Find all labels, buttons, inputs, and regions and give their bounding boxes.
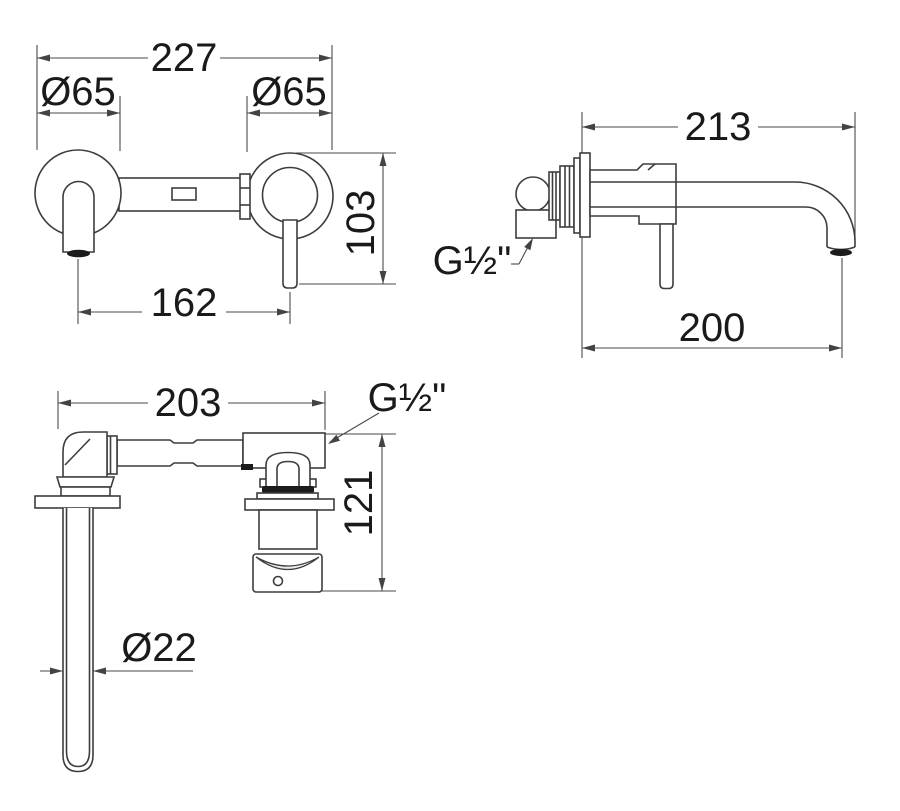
aerator-side [830, 248, 852, 257]
front-dimensions: 227 Ø65 Ø65 103 162 [37, 36, 387, 325]
back-collar [573, 157, 581, 234]
handle-collar [256, 492, 319, 500]
dim-left-escutcheon: Ø65 [40, 70, 116, 114]
arrowhead-right [319, 54, 332, 62]
arrowhead-left [37, 54, 50, 62]
arrowhead-right [319, 109, 332, 117]
plan-view: 203 G½" 121 Ø22 [34, 376, 446, 773]
arrowhead-left [247, 109, 260, 117]
clamp-body [239, 173, 251, 220]
elbow-chamfer-line [64, 438, 91, 466]
dim-overall-width: 227 [151, 36, 218, 80]
arrowhead-right [842, 123, 855, 131]
elbow-neck-flare [55, 476, 116, 488]
aerator-front [67, 249, 90, 258]
elbow-plan [62, 431, 108, 478]
gasket-band [262, 486, 314, 493]
body-detail-line [647, 163, 656, 171]
handle-lever-front [282, 219, 298, 289]
spout-outer-edge [676, 181, 856, 247]
arrowhead-right [829, 344, 842, 352]
bar-clamp [239, 173, 251, 220]
arrowhead-right [50, 667, 63, 675]
inlet-elbow-round [515, 176, 551, 212]
cap-dome-lens [255, 556, 320, 570]
arrowhead-left [582, 123, 595, 131]
inlet-thread-callout-side: G½" [433, 238, 533, 283]
inlet-thread-label: G½" [433, 239, 512, 283]
elbow-flange-disc [106, 435, 118, 475]
front-body [34, 149, 334, 289]
spout-inner-edge [676, 206, 828, 247]
handle-arch-inner [276, 460, 300, 487]
handle-flange-plate [244, 498, 335, 511]
arrowhead-left [93, 667, 106, 675]
arrowhead-left [37, 109, 50, 117]
body-clip [241, 464, 253, 470]
front-view: 227 Ø65 Ø65 103 162 [34, 36, 396, 325]
arrowhead-right [312, 399, 325, 407]
thread-section [548, 171, 561, 221]
mounting-nut [559, 165, 575, 228]
arrowhead-right [277, 308, 290, 316]
dim-spout-handle-distance: 162 [151, 281, 218, 325]
arrowhead-up [378, 434, 386, 447]
arrowhead-down [379, 271, 387, 284]
plan-extension-lines [57, 391, 396, 592]
front-extension-lines [36, 45, 396, 324]
connecting-pipe-plan [116, 439, 244, 467]
arrowhead-down [378, 578, 386, 591]
spout-tube-plan [62, 508, 94, 773]
handle-cap [252, 553, 323, 593]
spout-front [62, 180, 95, 253]
dim-overall-length: 203 [155, 381, 222, 425]
arrowhead-right [107, 109, 120, 117]
inlet-thread-label: G½" [368, 376, 447, 420]
leader-line [329, 412, 380, 443]
side-view: 213 200 G½" [433, 105, 856, 358]
leader-arrowhead [328, 434, 340, 444]
dim-right-escutcheon: Ø65 [251, 70, 327, 114]
arrowhead-up [379, 153, 387, 166]
dim-spout-reach: 200 [679, 306, 746, 350]
handle-lever-side [659, 223, 674, 290]
dim-spout-tube-diameter: Ø22 [121, 626, 197, 670]
spout-flange-plate [34, 495, 121, 509]
dim-height: 103 [339, 190, 383, 257]
plan-body [34, 431, 335, 773]
handle-arch-outer [265, 451, 311, 487]
side-body [515, 152, 856, 290]
arrowhead-left [582, 344, 595, 352]
handle-cylinder [258, 509, 318, 550]
valve-body-side [589, 163, 677, 225]
spout-tube-inner-wall [65, 508, 91, 768]
inlet-thread-callout-plan: G½" [328, 376, 446, 444]
wall-plate-side [579, 152, 591, 238]
leader-arrowhead [524, 238, 533, 251]
cap-screw-hole [272, 575, 284, 587]
bar-center-plate [171, 187, 197, 201]
elbow-neck-collar [60, 486, 111, 497]
dim-overall-depth: 213 [685, 105, 752, 149]
plan-dimensions: 203 G½" 121 Ø22 [40, 376, 446, 675]
arrowhead-left [58, 399, 71, 407]
threaded-connector [548, 157, 581, 234]
arrowhead-left [78, 308, 91, 316]
dim-body-height: 121 [337, 470, 381, 537]
side-dimensions: 213 200 G½" [433, 105, 855, 352]
